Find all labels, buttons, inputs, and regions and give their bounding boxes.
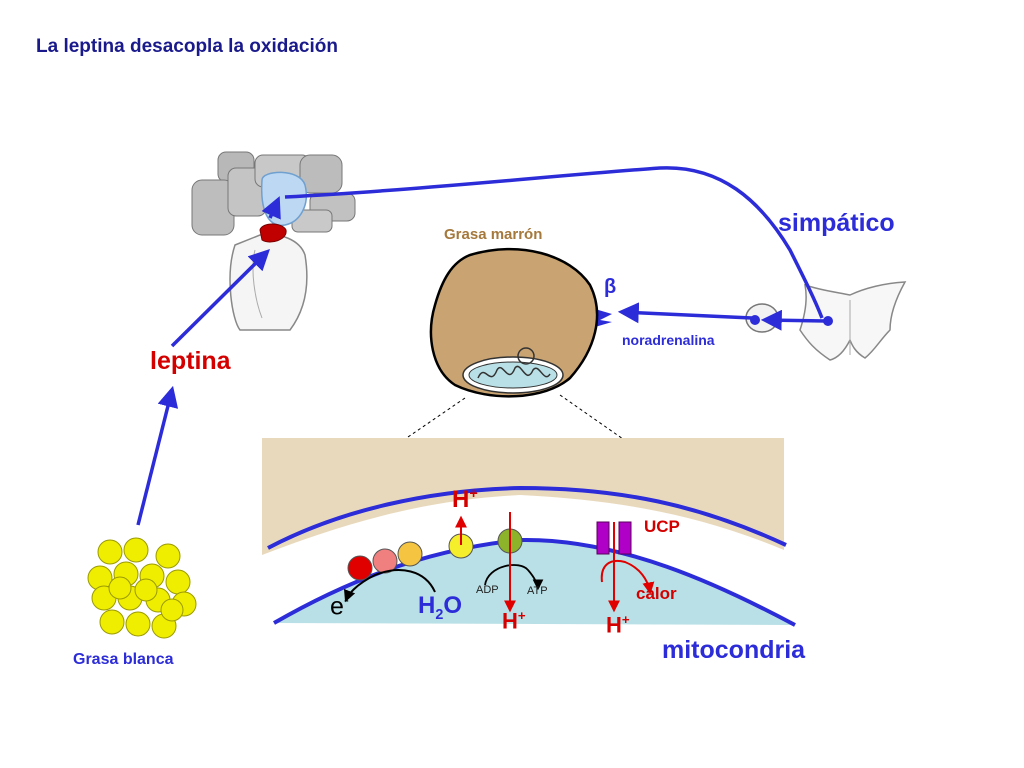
leptin-to-receptor-arrow <box>261 196 281 220</box>
label-atp: ATP <box>527 585 548 597</box>
spinal-cord-illustration <box>799 281 907 361</box>
label-calor: calor <box>636 584 677 603</box>
brown-fat-cell <box>429 247 599 398</box>
label-simpatico: simpático <box>778 209 895 237</box>
fat-to-leptin-arrow <box>136 385 179 526</box>
heat-arrow <box>600 560 655 595</box>
label-grasa-blanca: Grasa blanca <box>73 651 174 668</box>
label-h-plus-atp: H+ <box>502 608 526 634</box>
electron-flow-arrow <box>344 569 436 603</box>
label-h-plus-ucp: H+ <box>606 612 630 638</box>
label-noradrenalina: noradrenalina <box>622 332 715 348</box>
label-h-plus-top: H+ <box>452 486 478 513</box>
hypothalamus-to-spinal-nerve <box>284 166 824 319</box>
atp-synthesis-arrow <box>484 564 544 591</box>
ucp-channel <box>596 521 632 555</box>
brain-illustration <box>191 151 356 331</box>
label-electron: e- <box>330 592 349 621</box>
label-leptina: leptina <box>150 347 231 375</box>
label-water: H2O <box>418 592 463 623</box>
leptin-to-brain-arrow <box>170 249 270 348</box>
beta-receptor <box>595 309 612 327</box>
label-beta: β <box>604 276 617 298</box>
spinal-to-ganglion-nerve <box>760 309 827 331</box>
label-adp: ADP <box>476 584 499 596</box>
label-ucp: UCP <box>644 517 680 536</box>
white-fat-cluster <box>87 537 197 639</box>
mitochondrion-small <box>462 347 564 394</box>
page-title: La leptina desacopla la oxidación <box>36 36 338 57</box>
label-mitocondria: mitocondria <box>662 636 806 664</box>
label-grasa-marron: Grasa marrón <box>444 226 543 243</box>
ganglion-to-fat-nerve <box>617 302 753 324</box>
